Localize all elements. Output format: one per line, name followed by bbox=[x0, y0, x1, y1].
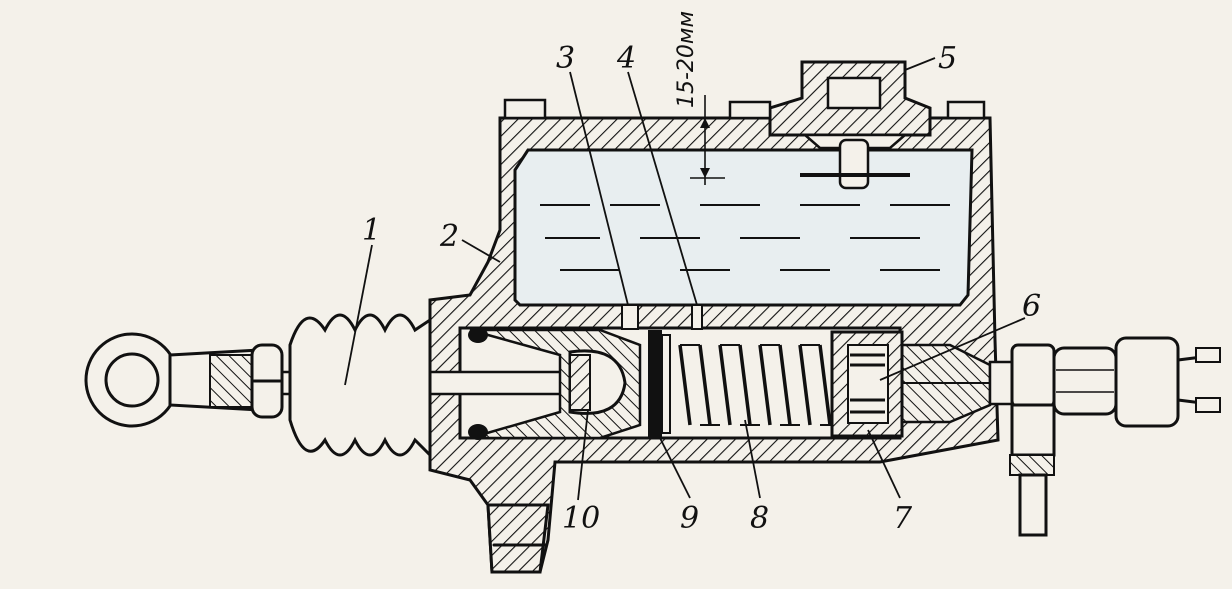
leader-lines bbox=[344, 57, 1026, 501]
label-8: 8 bbox=[750, 501, 769, 536]
fluid-level bbox=[540, 204, 950, 271]
check-valve bbox=[830, 330, 990, 438]
cylinder-body bbox=[428, 116, 1000, 574]
outlet-fitting bbox=[988, 336, 1221, 537]
part-labels: 1 2 3 4 5 6 7 8 9 10 bbox=[362, 41, 1041, 536]
rubber-boot bbox=[288, 313, 432, 459]
label-2: 2 bbox=[439, 219, 459, 254]
dimension-label: 15-20мм bbox=[674, 11, 699, 108]
label-5: 5 bbox=[938, 41, 957, 76]
fluid-dimension: 15-20мм bbox=[674, 11, 725, 185]
label-9: 9 bbox=[680, 501, 699, 536]
label-4: 4 bbox=[616, 41, 636, 76]
filler-cap bbox=[503, 60, 986, 190]
label-1: 1 bbox=[362, 213, 381, 248]
label-7: 7 bbox=[893, 501, 913, 536]
return-spring bbox=[678, 344, 838, 426]
label-6: 6 bbox=[1022, 289, 1041, 324]
label-3: 3 bbox=[556, 41, 575, 76]
ports bbox=[621, 304, 703, 330]
piston bbox=[468, 327, 671, 440]
label-10: 10 bbox=[562, 501, 600, 536]
